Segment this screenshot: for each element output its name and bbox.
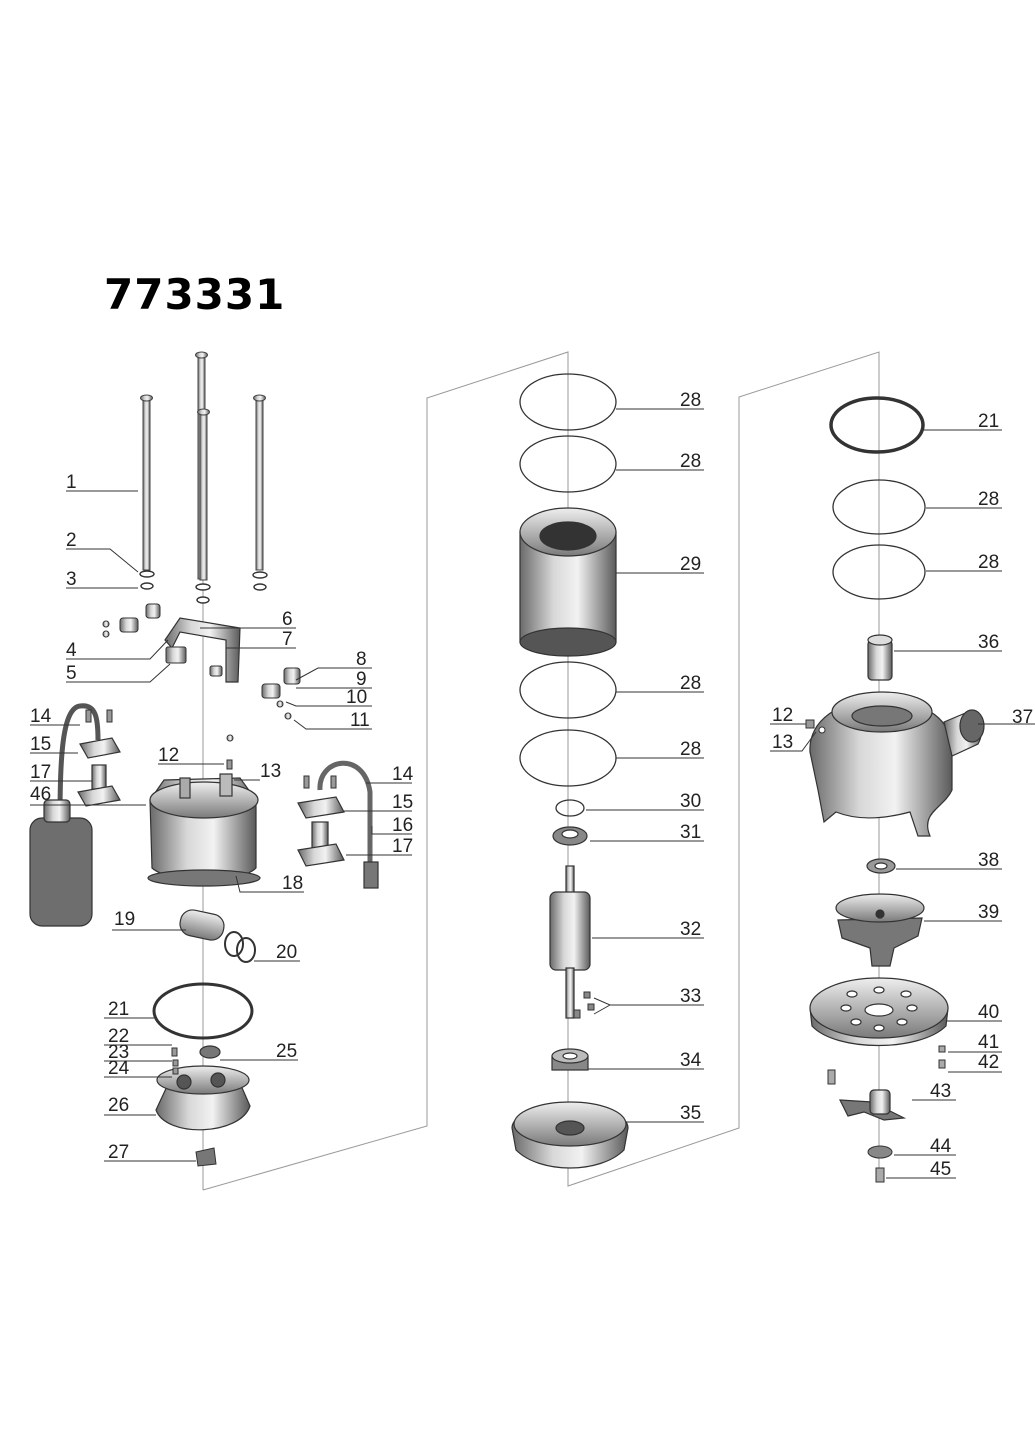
callout-30: 30 xyxy=(680,791,701,812)
cutter-washer xyxy=(867,1145,893,1159)
callout-25: 25 xyxy=(276,1041,297,1062)
cable-gland-left xyxy=(77,737,121,807)
callout-10: 10 xyxy=(346,687,367,708)
callout-15-right: 15 xyxy=(392,792,413,813)
callout-29: 29 xyxy=(680,554,701,575)
callout-3: 3 xyxy=(66,569,77,590)
handle xyxy=(164,617,241,683)
callout-37: 37 xyxy=(1012,707,1033,728)
callout-14: 14 xyxy=(30,706,52,727)
callout-17-right: 17 xyxy=(392,836,413,857)
power-cable xyxy=(297,760,379,889)
callout-20: 20 xyxy=(276,942,297,963)
callout-18: 18 xyxy=(282,873,303,894)
callout-35: 35 xyxy=(680,1103,701,1124)
callout-8: 8 xyxy=(356,649,367,670)
gaskets-right xyxy=(832,479,926,600)
impeller xyxy=(835,893,925,967)
capacitor-clip xyxy=(224,931,256,963)
callout-6: 6 xyxy=(282,609,293,630)
plate-bolts xyxy=(827,1045,946,1085)
callout-43: 43 xyxy=(930,1081,951,1102)
callout-numbers: 1 2 3 4 5 6 7 8 9 10 11 12 13 14 15 17 4… xyxy=(30,390,1033,1180)
top-bearing xyxy=(552,826,588,846)
callout-22: 22 xyxy=(108,1026,129,1047)
model-number-title: 773331 xyxy=(104,270,286,319)
callout-4: 4 xyxy=(66,640,77,661)
callout-11: 11 xyxy=(350,710,370,731)
callout-28-a: 28 xyxy=(680,390,701,411)
callout-38: 38 xyxy=(978,850,999,871)
capacitor xyxy=(179,909,225,941)
rotor xyxy=(549,865,591,1019)
callout-28-e: 28 xyxy=(978,489,999,510)
o-ring-right xyxy=(829,396,925,454)
callout-1: 1 xyxy=(66,472,77,493)
leader-lines xyxy=(30,408,1035,1179)
callout-42: 42 xyxy=(978,1052,999,1073)
callout-24: 24 xyxy=(108,1058,130,1079)
left-assembly xyxy=(29,351,379,1167)
rod-bolts xyxy=(140,351,266,581)
callout-28-d: 28 xyxy=(680,739,701,760)
callout-14-right: 14 xyxy=(392,764,414,785)
callout-17: 17 xyxy=(30,762,51,783)
middle-assembly xyxy=(511,373,629,1169)
callout-41: 41 xyxy=(978,1032,999,1053)
mechanical-seal xyxy=(867,634,893,681)
panel-outlines xyxy=(202,351,880,1191)
callout-7: 7 xyxy=(282,629,293,650)
seal-ring xyxy=(866,858,896,874)
wear-plate xyxy=(809,977,949,1046)
callout-9: 9 xyxy=(356,669,367,690)
stator xyxy=(519,507,617,657)
callout-16: 16 xyxy=(392,815,413,836)
small-screws-left xyxy=(85,709,337,1075)
callout-12-right: 12 xyxy=(772,705,793,726)
callout-2: 2 xyxy=(66,530,77,551)
callout-12: 12 xyxy=(158,745,179,766)
clamp-hardware xyxy=(102,603,301,742)
right-assembly xyxy=(805,396,985,1183)
callout-44: 44 xyxy=(930,1136,952,1157)
motor-cover xyxy=(147,773,261,887)
bottom-bearing xyxy=(551,1048,589,1071)
callout-39: 39 xyxy=(978,902,999,923)
callout-13: 13 xyxy=(260,761,281,782)
callout-46: 46 xyxy=(30,784,51,805)
o-ring-left xyxy=(152,982,254,1040)
terminal xyxy=(195,1147,217,1167)
callout-28-c: 28 xyxy=(680,673,701,694)
callout-15: 15 xyxy=(30,734,51,755)
callout-13-right: 13 xyxy=(772,732,793,753)
gaskets-upper xyxy=(519,373,617,493)
bearing-plate xyxy=(155,1045,251,1131)
motor-base xyxy=(511,1101,629,1169)
callout-26: 26 xyxy=(108,1095,129,1116)
callout-27: 27 xyxy=(108,1142,129,1163)
callout-21: 21 xyxy=(108,999,129,1020)
callout-32: 32 xyxy=(680,919,701,940)
callout-36: 36 xyxy=(978,632,999,653)
callout-28-b: 28 xyxy=(680,451,701,472)
shaft-keys xyxy=(573,991,595,1019)
callout-28-f: 28 xyxy=(978,552,999,573)
callout-45: 45 xyxy=(930,1159,951,1180)
callout-34: 34 xyxy=(680,1050,702,1071)
callout-40: 40 xyxy=(978,1002,999,1023)
callout-23: 23 xyxy=(108,1042,129,1063)
cutter xyxy=(838,1089,907,1121)
callout-19: 19 xyxy=(114,909,135,930)
cutter-bolt xyxy=(875,1167,885,1183)
callout-31: 31 xyxy=(680,822,701,843)
pump-casing xyxy=(809,691,985,837)
washers-and-nuts xyxy=(139,570,268,604)
callout-21-right: 21 xyxy=(978,411,999,432)
float-switch xyxy=(29,703,101,927)
callout-33: 33 xyxy=(680,986,701,1007)
callout-5: 5 xyxy=(66,663,77,684)
